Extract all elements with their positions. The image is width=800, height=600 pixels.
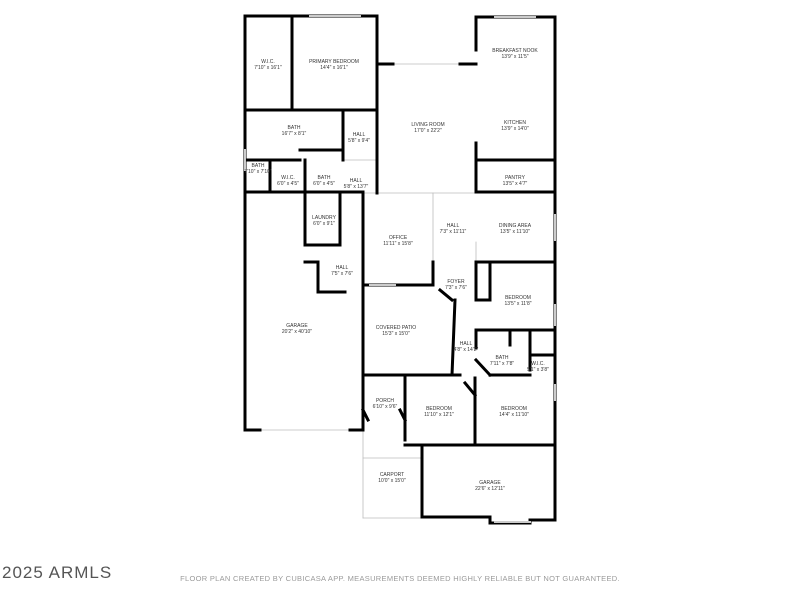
room-size: 7'10" x 7'10" (244, 169, 272, 175)
room-size: 20'2" x 40'10" (282, 329, 312, 335)
room-name: LIVING ROOM (411, 122, 444, 128)
room-size: 17'0" x 22'2" (414, 128, 442, 134)
room-size: 13'5" x 11'10" (500, 229, 530, 235)
room-name: DINING AREA (499, 223, 532, 229)
room-name: BREAKFAST NOOK (492, 48, 538, 54)
room-name: HALL (460, 341, 473, 347)
room-size: 16'7" x 8'1" (282, 131, 307, 137)
room-name: PRIMARY BEDROOM (309, 59, 359, 65)
wall (462, 380, 478, 398)
room-name: BATH (288, 125, 301, 131)
wall (437, 287, 455, 303)
room-name: BATH (318, 175, 331, 181)
room-name: FOYER (447, 279, 465, 285)
room-size: 5'8" x 13'7" (344, 184, 369, 190)
room-name: BEDROOM (501, 406, 527, 412)
wall (450, 298, 457, 377)
room-name: W.I.C. (261, 59, 275, 65)
room-name: PORCH (376, 398, 394, 404)
room-size: 7'10" x 16'1" (254, 65, 282, 71)
room-size: 13'5" x 4'7" (503, 181, 528, 187)
room-size: 10'0" x 15'0" (378, 478, 406, 484)
room-size: 11'11" x 15'8" (383, 241, 413, 247)
room-size: 7'5" x 7'6" (331, 271, 353, 277)
room-size: 13'9" x 11'5" (501, 54, 528, 60)
room-name: W.I.C. (531, 361, 545, 367)
room-size: 14'4" x 16'1" (320, 65, 348, 71)
room-name: HALL (350, 178, 363, 184)
room-name: HALL (353, 132, 366, 138)
room-size: 7'3" x 11'11" (440, 229, 467, 235)
room-size: 6'0" x 4'5" (277, 181, 299, 187)
room-size: 5'1" x 3'8" (527, 367, 549, 373)
wall (397, 407, 408, 423)
watermark: 2025 ARMLS (2, 563, 113, 582)
room-name: GARAGE (479, 480, 501, 486)
room-label: W.I.C.7'10" x 16'1" (254, 59, 282, 71)
room-size: 6'10" x 9'6" (373, 404, 398, 410)
room-name: BEDROOM (426, 406, 452, 412)
room-size: 7'11" x 7'8" (490, 361, 514, 367)
room-name: BEDROOM (505, 295, 531, 301)
room-size: 14'4" x 11'10" (499, 412, 529, 418)
room-name: GARAGE (286, 323, 308, 329)
room-size: 6'0" x 4'5" (313, 181, 335, 187)
wall (473, 357, 493, 378)
room-name: COVERED PATIO (376, 325, 416, 331)
footer-disclaimer: FLOOR PLAN CREATED BY CUBICASA APP. MEAS… (180, 574, 620, 583)
room-name: HALL (336, 265, 349, 271)
room-name: PANTRY (505, 175, 525, 181)
room-size: 13'9" x 14'0" (501, 126, 529, 132)
room-size: 13'5" x 11'8" (504, 301, 531, 307)
room-size: 5'8" x 9'4" (348, 138, 370, 144)
room-label: W.I.C.5'1" x 3'8" (527, 361, 549, 373)
room-name: LAUNDRY (312, 215, 336, 221)
room-size: 4'8" x 14'2" (454, 347, 479, 353)
room-size: 7'3" x 7'6" (445, 285, 467, 291)
room-name: HALL (447, 223, 460, 229)
room-size: 15'3" x 15'0" (382, 331, 410, 337)
room-size: 22'6" x 12'11" (475, 486, 505, 492)
room-size: 6'0" x 9'1" (313, 221, 335, 227)
room-name: OFFICE (389, 235, 408, 241)
room-name: CARPORT (380, 472, 404, 478)
room-label: W.I.C.6'0" x 4'5" (277, 175, 299, 187)
room-name: W.I.C. (281, 175, 295, 181)
room-name: KITCHEN (504, 120, 526, 126)
room-name: BATH (496, 355, 509, 361)
room-size: 11'10" x 12'1" (424, 412, 454, 418)
room-name: BATH (252, 163, 265, 169)
wall (360, 407, 371, 423)
